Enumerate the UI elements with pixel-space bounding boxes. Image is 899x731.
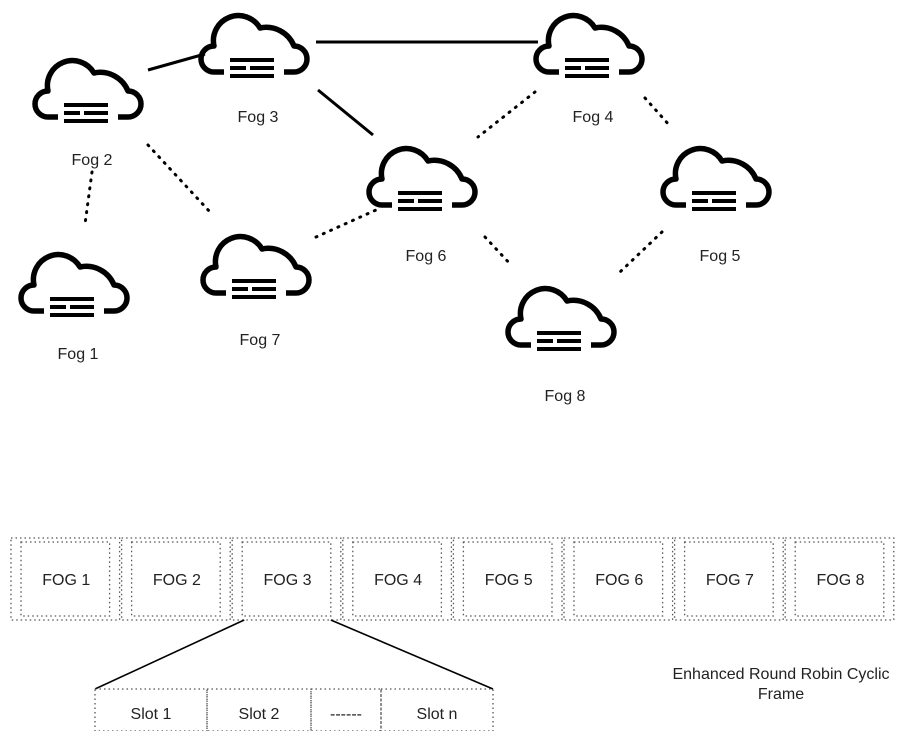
fog-node-label: Fog 3 bbox=[238, 109, 279, 126]
frame-cell: FOG 2 bbox=[120, 537, 231, 621]
slot-label: Slot n bbox=[417, 706, 458, 723]
link-fog7-fog6 bbox=[314, 208, 378, 239]
slot-cell: Slot 1 bbox=[94, 688, 208, 731]
slot-cell: ------ bbox=[310, 688, 382, 731]
frame-cell-inner-border bbox=[130, 541, 221, 617]
link-fog2-fog3 bbox=[147, 52, 206, 72]
slot-cell: Slot n bbox=[380, 688, 494, 731]
cloud-server-icon bbox=[201, 16, 307, 78]
frame-cell: FOG 1 bbox=[10, 537, 121, 621]
link-fog2-fog7 bbox=[146, 143, 212, 214]
network-links bbox=[83, 40, 672, 274]
frame-cell-label: FOG 7 bbox=[706, 572, 754, 589]
frame-cell-outer-border bbox=[120, 537, 231, 621]
frame-cell-outer-border bbox=[342, 537, 453, 621]
fog-node-label: Fog 5 bbox=[700, 248, 741, 265]
frame-cell: FOG 4 bbox=[342, 537, 453, 621]
frame-cell-inner-border bbox=[794, 541, 885, 617]
frame-cell-outer-border bbox=[563, 537, 674, 621]
caption-line-2: Frame bbox=[758, 686, 804, 703]
frame-cell-inner-border bbox=[20, 541, 111, 617]
fog-node-fog8: Fog 8 bbox=[508, 289, 614, 405]
frame-cell: FOG 8 bbox=[784, 537, 895, 621]
frame-cell-inner-border bbox=[573, 541, 664, 617]
frame-cell-label: FOG 1 bbox=[42, 572, 90, 589]
frame-cell-label: FOG 2 bbox=[153, 572, 201, 589]
caption-line-1: Enhanced Round Robin Cyclic bbox=[672, 666, 889, 683]
link-fog8-fog5 bbox=[618, 230, 664, 274]
zoom-line-left bbox=[94, 619, 245, 690]
fog-node-label: Fog 4 bbox=[573, 109, 614, 126]
frame-cell-label: FOG 3 bbox=[263, 572, 311, 589]
zoom-line-right bbox=[330, 619, 494, 690]
fog-node-fog3: Fog 3 bbox=[201, 16, 307, 126]
fog-node-label: Fog 6 bbox=[406, 248, 447, 265]
slot-label: Slot 1 bbox=[131, 706, 172, 723]
slot-border bbox=[310, 688, 382, 731]
cloud-server-icon bbox=[663, 149, 769, 211]
frame-cell-inner-border bbox=[683, 541, 774, 617]
fog-node-label: Fog 8 bbox=[545, 388, 586, 405]
frame-cell-outer-border bbox=[784, 537, 895, 621]
fog-node-label: Fog 2 bbox=[72, 152, 113, 169]
link-fog4-fog6 bbox=[476, 90, 537, 139]
fog-node-fog2: Fog 2 bbox=[35, 61, 141, 169]
frame-cell-label: FOG 8 bbox=[816, 572, 864, 589]
slot-label: ------ bbox=[330, 706, 362, 723]
cloud-server-icon bbox=[369, 149, 475, 211]
frame-cell: FOG 3 bbox=[231, 537, 342, 621]
cloud-server-icon bbox=[508, 289, 614, 351]
fog-node-fog5: Fog 5 bbox=[663, 149, 769, 265]
frame-cell-inner-border bbox=[241, 541, 332, 617]
fog-node-fog7: Fog 7 bbox=[203, 237, 309, 349]
frame-cell: FOG 5 bbox=[452, 537, 563, 621]
frame-cell: FOG 7 bbox=[673, 537, 784, 621]
frame-cell-label: FOG 5 bbox=[485, 572, 533, 589]
frame-cell-outer-border bbox=[231, 537, 342, 621]
slot-cell: Slot 2 bbox=[206, 688, 312, 731]
slot-row: Slot 1 Slot 2 ------ Slot n bbox=[94, 688, 494, 731]
cloud-server-icon bbox=[35, 61, 141, 123]
link-fog2-fog1 bbox=[83, 170, 94, 226]
frame-cell: FOG 6 bbox=[563, 537, 674, 621]
frame-cell-label: FOG 6 bbox=[595, 572, 643, 589]
fog-node-fog1: Fog 1 bbox=[21, 255, 127, 363]
fog-node-label: Fog 1 bbox=[58, 346, 99, 363]
link-fog3-fog6 bbox=[317, 88, 374, 137]
frame-cell-outer-border bbox=[10, 537, 121, 621]
slot-zoom-lines bbox=[94, 619, 494, 690]
fog-nodes: Fog 2 Fog 3 Fog 4 Fog 6 Fog 5 Fog 1 Fog 7 Fog 8 bbox=[21, 16, 769, 405]
frame-cell-inner-border bbox=[462, 541, 553, 617]
cloud-server-icon bbox=[536, 16, 642, 78]
link-fog6-fog8 bbox=[483, 235, 514, 268]
frame-cell-outer-border bbox=[452, 537, 563, 621]
cloud-server-icon bbox=[203, 237, 309, 299]
frame-cell-label: FOG 4 bbox=[374, 572, 422, 589]
cloud-server-icon bbox=[21, 255, 127, 317]
slot-border bbox=[206, 688, 312, 731]
fog-node-fog6: Fog 6 bbox=[369, 149, 475, 265]
frame-cell-inner-border bbox=[352, 541, 443, 617]
slot-label: Slot 2 bbox=[239, 706, 280, 723]
link-fog4-fog5 bbox=[643, 96, 672, 128]
frame-cell-outer-border bbox=[673, 537, 784, 621]
fog-node-fog4: Fog 4 bbox=[536, 16, 642, 126]
fog-node-label: Fog 7 bbox=[240, 332, 281, 349]
round-robin-frame: FOG 1 FOG 2 FOG 3 FOG 4 FOG 5 FOG 6 FOG 7 FOG 8 bbox=[10, 537, 895, 621]
